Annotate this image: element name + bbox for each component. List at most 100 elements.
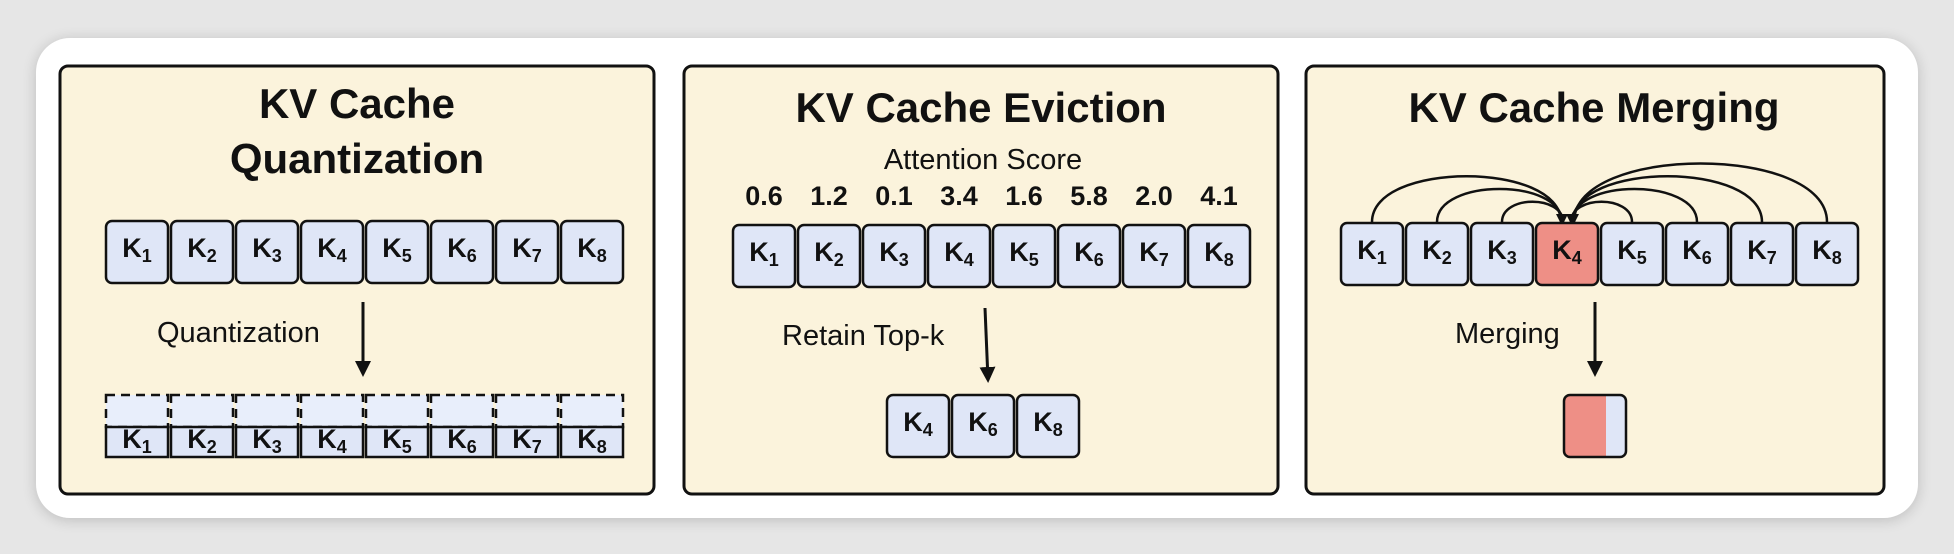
key-block-3: K3	[861, 223, 927, 289]
key-label-6: K6	[1074, 237, 1104, 270]
key-label-2: K2	[187, 233, 217, 266]
merge-arcs	[1370, 162, 1829, 224]
key-block-6: K6	[1056, 223, 1122, 289]
quantized-dashed-top	[104, 393, 170, 429]
quantized-key-box	[429, 425, 495, 459]
key-label-8: K8	[1033, 407, 1063, 440]
quantization-title-line1: KV Cache	[259, 80, 455, 127]
key-label-1: K1	[1357, 235, 1387, 268]
key-label-8: K8	[577, 233, 607, 266]
merging-key-row: K1 K2 K3 K4 K5 K6 K7 K8	[1339, 221, 1860, 287]
key-block-6: K6	[1664, 221, 1730, 287]
key-block-box	[364, 219, 430, 285]
key-block-4: K4	[299, 219, 365, 285]
key-block-8: K8	[1794, 221, 1860, 287]
attention-score-8: 4.1	[1200, 181, 1238, 211]
key-block-2: K2	[169, 219, 235, 285]
key-label-4: K4	[944, 237, 974, 270]
key-label-2: K2	[814, 237, 844, 270]
quantization-title-line2: Quantization	[230, 135, 484, 182]
retained-key-row: K4 K6 K8	[885, 393, 1081, 459]
key-block-box	[1599, 221, 1665, 287]
attention-score-4: 3.4	[940, 181, 978, 211]
eviction-arrow	[979, 307, 996, 383]
attention-score-2: 1.2	[810, 181, 848, 211]
attention-score-1: 0.6	[745, 181, 783, 211]
key-label-8: K8	[1204, 237, 1234, 270]
eviction-key-row: K1 K2 K3 K4 K5 K6 K7 K8	[731, 223, 1252, 289]
key-label-2: K2	[1422, 235, 1452, 268]
attention-score-5: 1.6	[1005, 181, 1043, 211]
key-block-box	[1339, 221, 1405, 287]
attention-score-6: 5.8	[1070, 181, 1108, 211]
key-block-box	[991, 223, 1057, 289]
quantized-key-1: K1	[104, 393, 170, 459]
key-block-box	[1534, 221, 1600, 287]
key-label-4: K4	[1552, 235, 1582, 268]
quantized-key-8: K8	[559, 393, 625, 459]
key-block-box	[104, 219, 170, 285]
key-label-4: K4	[317, 233, 347, 266]
key-block-box	[1794, 221, 1860, 287]
key-label-8: K8	[1812, 235, 1842, 268]
key-label-6: K6	[968, 407, 998, 440]
quantized-key-box	[104, 425, 170, 459]
quantized-dashed-top	[429, 393, 495, 429]
quantized-key-box	[494, 425, 560, 459]
merged-key-outline	[1562, 393, 1628, 459]
key-block-8: K8	[1186, 223, 1252, 289]
quantized-key-7: K7	[494, 393, 560, 459]
merged-key-red-part	[1564, 395, 1606, 457]
key-block-box	[1056, 223, 1122, 289]
quantized-key-2: K2	[169, 393, 235, 459]
key-block-1: K1	[731, 223, 797, 289]
key-block-box	[861, 223, 927, 289]
key-block-8: K8	[1015, 393, 1081, 459]
key-block-3: K3	[1469, 221, 1535, 287]
key-block-7: K7	[1121, 223, 1187, 289]
quantized-key-box	[364, 425, 430, 459]
key-block-box	[1469, 221, 1535, 287]
quantized-key-label-7: K7	[512, 424, 542, 457]
key-block-box	[1664, 221, 1730, 287]
quantized-key-box	[559, 425, 625, 459]
key-block-2: K2	[796, 223, 862, 289]
quantization-arrow-label: Quantization	[157, 317, 320, 349]
key-block-1: K1	[104, 219, 170, 285]
merge-arc-k8	[1569, 162, 1829, 224]
key-block-7: K7	[1729, 221, 1795, 287]
key-block-box	[1121, 223, 1187, 289]
quantized-key-4: K4	[299, 393, 365, 459]
quantized-dashed-top	[299, 393, 365, 429]
key-label-3: K3	[879, 237, 909, 270]
key-label-4: K4	[903, 407, 933, 440]
quantized-key-label-4: K4	[317, 424, 347, 457]
key-block-box	[169, 219, 235, 285]
key-label-6: K6	[1682, 235, 1712, 268]
key-block-box	[1186, 223, 1252, 289]
key-block-4: K4	[885, 393, 951, 459]
merged-key-block	[1562, 393, 1628, 459]
key-block-5: K5	[991, 223, 1057, 289]
eviction-title: KV Cache Eviction	[795, 84, 1166, 131]
key-block-1: K1	[1339, 221, 1405, 287]
key-block-6: K6	[950, 393, 1016, 459]
key-label-7: K7	[1139, 237, 1169, 270]
quantized-dashed-top	[169, 393, 235, 429]
quantized-key-label-1: K1	[122, 424, 152, 457]
quantized-key-label-5: K5	[382, 424, 412, 457]
quantized-key-label-2: K2	[187, 424, 217, 457]
key-block-4: K4	[1534, 221, 1600, 287]
key-block-box	[926, 223, 992, 289]
key-label-5: K5	[1617, 235, 1647, 268]
key-label-6: K6	[447, 233, 477, 266]
quantized-key-box	[169, 425, 235, 459]
merging-title: KV Cache Merging	[1408, 84, 1779, 131]
key-label-1: K1	[749, 237, 779, 270]
quantized-dashed-top	[364, 393, 430, 429]
quantized-key-label-8: K8	[577, 424, 607, 457]
